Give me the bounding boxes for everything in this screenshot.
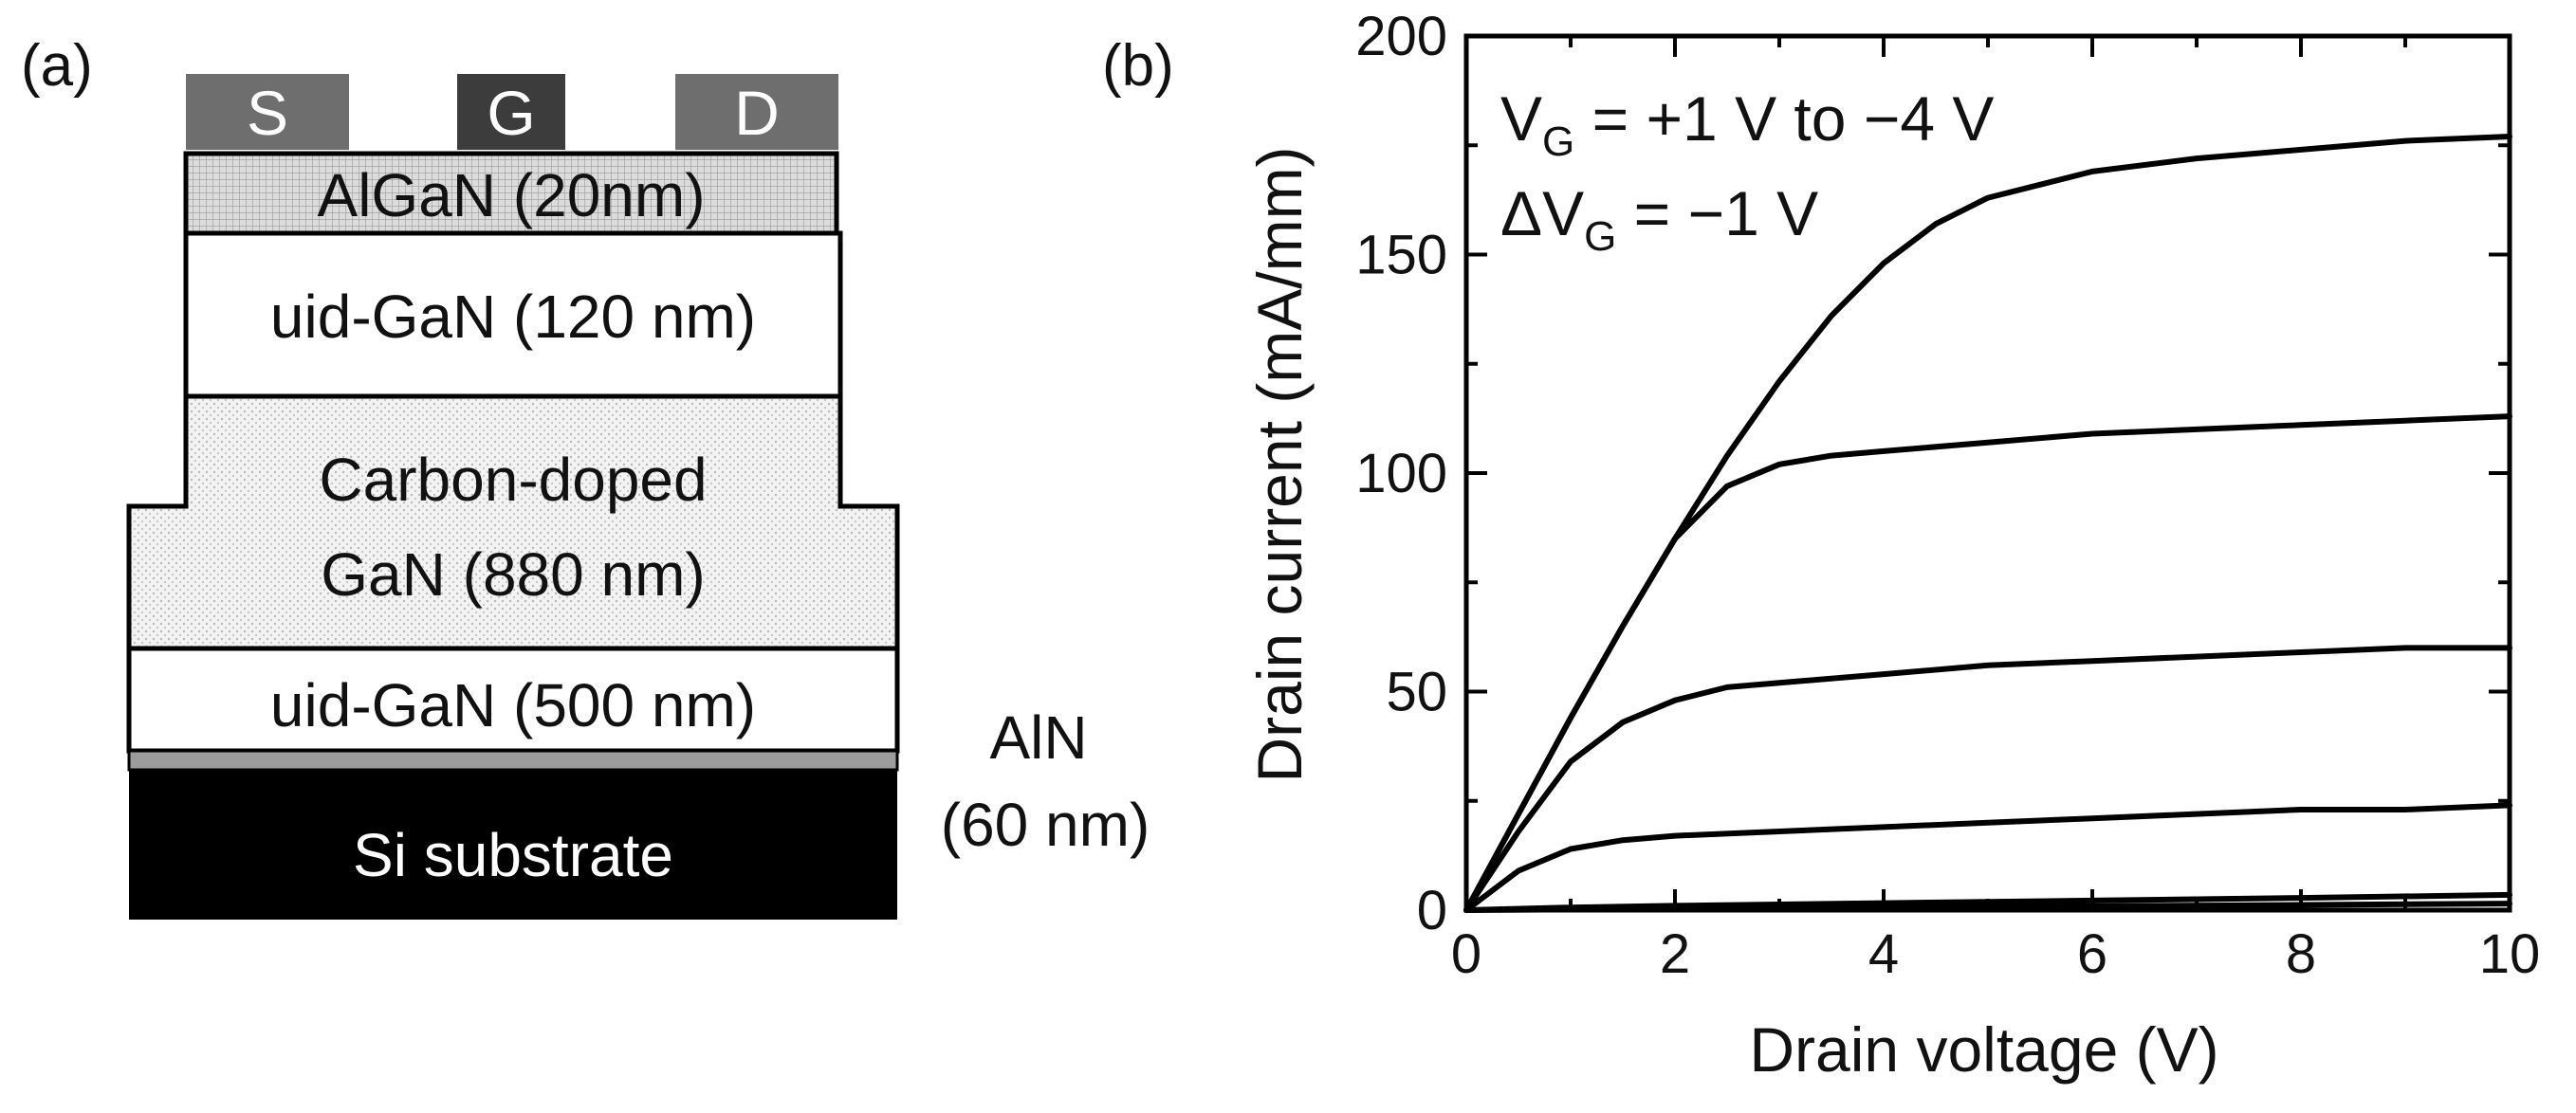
source-contact (186, 74, 349, 150)
vg-range-rest: = +1 V to −4 V (1574, 83, 1994, 154)
x-axis-title: Drain voltage (V) (1749, 1014, 2218, 1085)
x-tick-label: 0 (1451, 923, 1481, 985)
vg-step-rest: = −1 V (1616, 178, 1818, 248)
uid-gan-top-label: uid-GaN (120 nm) (270, 283, 756, 351)
vg-step-annotation: ΔVG = −1 V (1500, 178, 1818, 260)
carbon-doped-label-line2: GaN (880 nm) (321, 540, 705, 609)
gate-label: G (487, 78, 535, 148)
x-tick-label: 2 (1660, 923, 1690, 985)
si-substrate-layer (129, 770, 897, 920)
drain-contact (675, 74, 838, 150)
drain-label: D (734, 78, 780, 148)
panel-b-label: (b) (1102, 33, 1174, 99)
x-tick-label: 8 (2286, 923, 2316, 985)
vg-range-main: V (1500, 83, 1542, 154)
algan-layer (183, 151, 839, 236)
aln-label-line2: (60 nm) (941, 791, 1150, 859)
uid-gan-bottom-label: uid-GaN (500 nm) (270, 671, 756, 739)
aln-layer (127, 749, 899, 772)
y-axis-title: Drain current (mA/mm) (1244, 146, 1315, 782)
si-substrate-label: Si substrate (353, 821, 673, 889)
series-line-1 (1463, 134, 2512, 913)
algan-layer-label: AlGaN (20nm) (318, 161, 706, 229)
y-tick-label: 100 (1355, 443, 1447, 504)
x-tick-label: 6 (2077, 923, 2107, 985)
vg-range-sub: G (1542, 119, 1574, 165)
vg-step-main: ΔV (1500, 178, 1584, 248)
plot-frame (1463, 33, 2512, 913)
aln-label-line1: AlN (989, 703, 1087, 772)
gate-contact (457, 74, 565, 150)
source-label: S (247, 78, 288, 148)
series-line-4 (1463, 802, 2512, 913)
panel-a-label: (a) (21, 33, 93, 99)
y-tick-label: 150 (1355, 225, 1447, 286)
carbon-doped-gan-layer (126, 393, 900, 651)
panel-a: (a) S G D AlGaN (20nm) uid-GaN (120 nm) … (21, 33, 1150, 920)
series-line-2 (1463, 413, 2512, 913)
x-tick-label: 4 (1868, 923, 1899, 985)
y-tick-label: 200 (1355, 6, 1447, 67)
series-line-6 (1463, 901, 2512, 913)
carbon-doped-label-line1: Carbon-doped (319, 446, 707, 514)
vg-range-annotation: VG = +1 V to −4 V (1500, 83, 1994, 165)
y-tick-label: 50 (1386, 662, 1447, 723)
x-tick-label: 10 (2479, 923, 2541, 985)
vg-step-sub: G (1584, 213, 1616, 260)
series-line-3 (1463, 645, 2512, 913)
y-tick-label: 0 (1417, 880, 1447, 941)
